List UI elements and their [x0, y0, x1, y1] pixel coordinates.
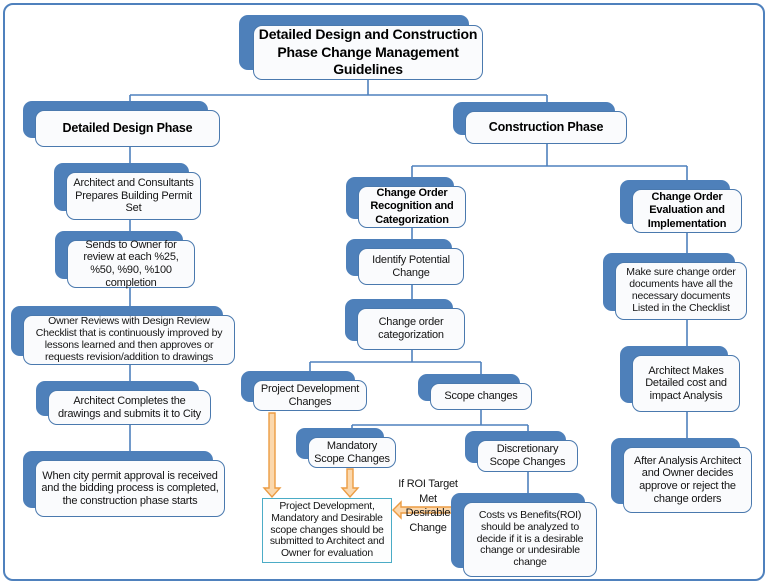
node-city-permit-approval: When city permit approval is received an…: [35, 460, 225, 517]
node-scope-changes: Scope changes: [430, 383, 532, 410]
orange-arrow-project-dev-down: [262, 412, 282, 499]
node-construction-phase: Construction Phase: [465, 111, 627, 144]
node-approve-or-reject-orders: After Analysis Architect and Owner decid…: [623, 447, 752, 513]
node-change-order-categorization: Change order categorization: [357, 308, 465, 350]
node-submit-for-evaluation: Project Development, Mandatory and Desir…: [262, 498, 392, 563]
node-identify-potential-change: Identify Potential Change: [358, 248, 464, 285]
node-sends-to-owner-review: Sends to Owner for review at each %25, %…: [67, 239, 195, 289]
node-change-order-recognition: Change Order Recognition and Categorizat…: [358, 186, 466, 228]
node-discretionary-scope-changes: Discretionary Scope Changes: [477, 440, 578, 472]
node-checklist-documents: Make sure change order documents have al…: [615, 262, 747, 320]
node-owner-reviews-checklist: Owner Reviews with Design Review Checkli…: [23, 315, 235, 365]
node-change-order-evaluation: Change Order Evaluation and Implementati…: [632, 189, 742, 233]
node-detailed-design-phase: Detailed Design Phase: [35, 110, 220, 147]
node-architect-consultants-permit-set: Architect and Consultants Prepares Build…: [66, 172, 201, 220]
label-if-roi-target-met: If ROI Target Met Desirable Change: [398, 478, 458, 534]
node-architect-cost-impact-analysis: Architect Makes Detailed cost and impact…: [632, 355, 740, 412]
node-project-development-changes: Project Development Changes: [253, 380, 367, 411]
node-title: Detailed Design and Construction Phase C…: [253, 25, 483, 80]
node-costs-vs-benefits-roi: Costs vs Benefits(ROI) should be analyze…: [463, 502, 597, 577]
orange-arrow-mandatory-down: [340, 468, 360, 499]
node-mandatory-scope-changes: Mandatory Scope Changes: [308, 437, 396, 468]
orange-arrow-roi-left: [392, 500, 463, 520]
node-architect-completes-drawings: Architect Completes the drawings and sub…: [48, 390, 211, 425]
blue-connector-lines: [129, 80, 688, 502]
diagram-outer-border: [3, 3, 765, 581]
